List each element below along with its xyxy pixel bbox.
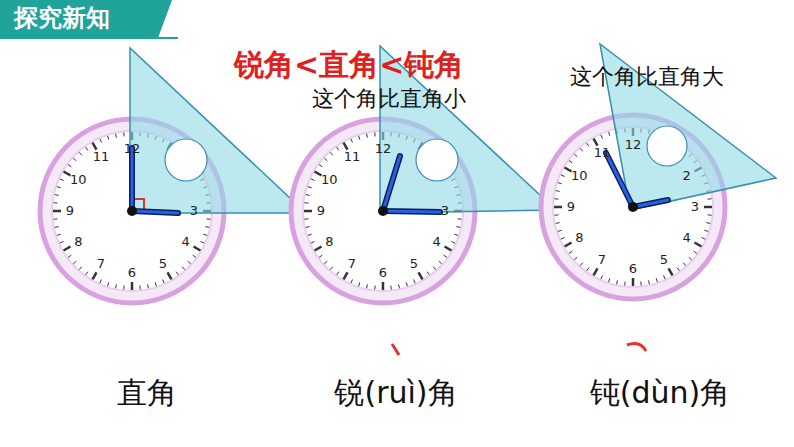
clock-number: 12 — [124, 142, 141, 157]
clock-hand — [383, 156, 400, 211]
angle-name: 锐(ruì)角 — [334, 376, 457, 411]
clock-number: 6 — [128, 266, 136, 281]
clock-number: 5 — [660, 253, 668, 268]
clock-number: 12 — [625, 138, 642, 153]
clock-number: 5 — [410, 257, 418, 272]
clock-number: 6 — [379, 266, 387, 281]
clock-number: 11 — [344, 150, 361, 165]
angle-name: 直角 — [117, 376, 177, 411]
clock-number: 10 — [321, 173, 338, 188]
clock-number: 10 — [70, 173, 87, 188]
clock-hand — [131, 148, 134, 211]
clock-number: 4 — [182, 235, 190, 250]
clock-number: 3 — [441, 204, 449, 219]
clock-number: 9 — [317, 204, 325, 219]
clock-number: 5 — [159, 257, 167, 272]
order-note: 锐角<直角<钝角 — [234, 48, 464, 83]
clock-number: 3 — [691, 200, 699, 215]
clock-number: 11 — [93, 150, 110, 165]
clock-number: 7 — [97, 257, 105, 272]
clock-number: 3 — [190, 204, 198, 219]
clock-number: 8 — [575, 231, 583, 246]
clock-number: 9 — [567, 200, 575, 215]
clock-number: 9 — [66, 204, 74, 219]
title-banner — [0, 0, 178, 38]
clock-hand — [606, 153, 633, 207]
clock — [40, 48, 306, 303]
clock-number: 7 — [598, 253, 606, 268]
clock-number: 12 — [375, 142, 392, 157]
clock-hand — [383, 211, 440, 212]
tone-mark — [392, 344, 399, 355]
clock-number: 8 — [325, 235, 333, 250]
clock-hand — [633, 200, 668, 207]
clock-number: 6 — [629, 262, 637, 277]
clock — [291, 46, 556, 303]
title: 探究新知 — [14, 5, 110, 33]
clock-number: 10 — [571, 169, 588, 184]
clock-number: 4 — [433, 235, 441, 250]
tone-mark — [627, 343, 646, 351]
clock-number: 2 — [683, 169, 691, 184]
callout-note: 这个角比直角小 — [312, 86, 466, 111]
angle-name: 钝(dùn)角 — [590, 376, 730, 411]
clock-number: 4 — [683, 231, 691, 246]
callout-note: 这个角比直角大 — [570, 64, 724, 89]
clock-number: 7 — [348, 257, 356, 272]
clock-number: 11 — [594, 146, 611, 161]
clock — [541, 44, 776, 299]
clock-number: 8 — [74, 235, 82, 250]
clock-hand — [132, 211, 178, 213]
